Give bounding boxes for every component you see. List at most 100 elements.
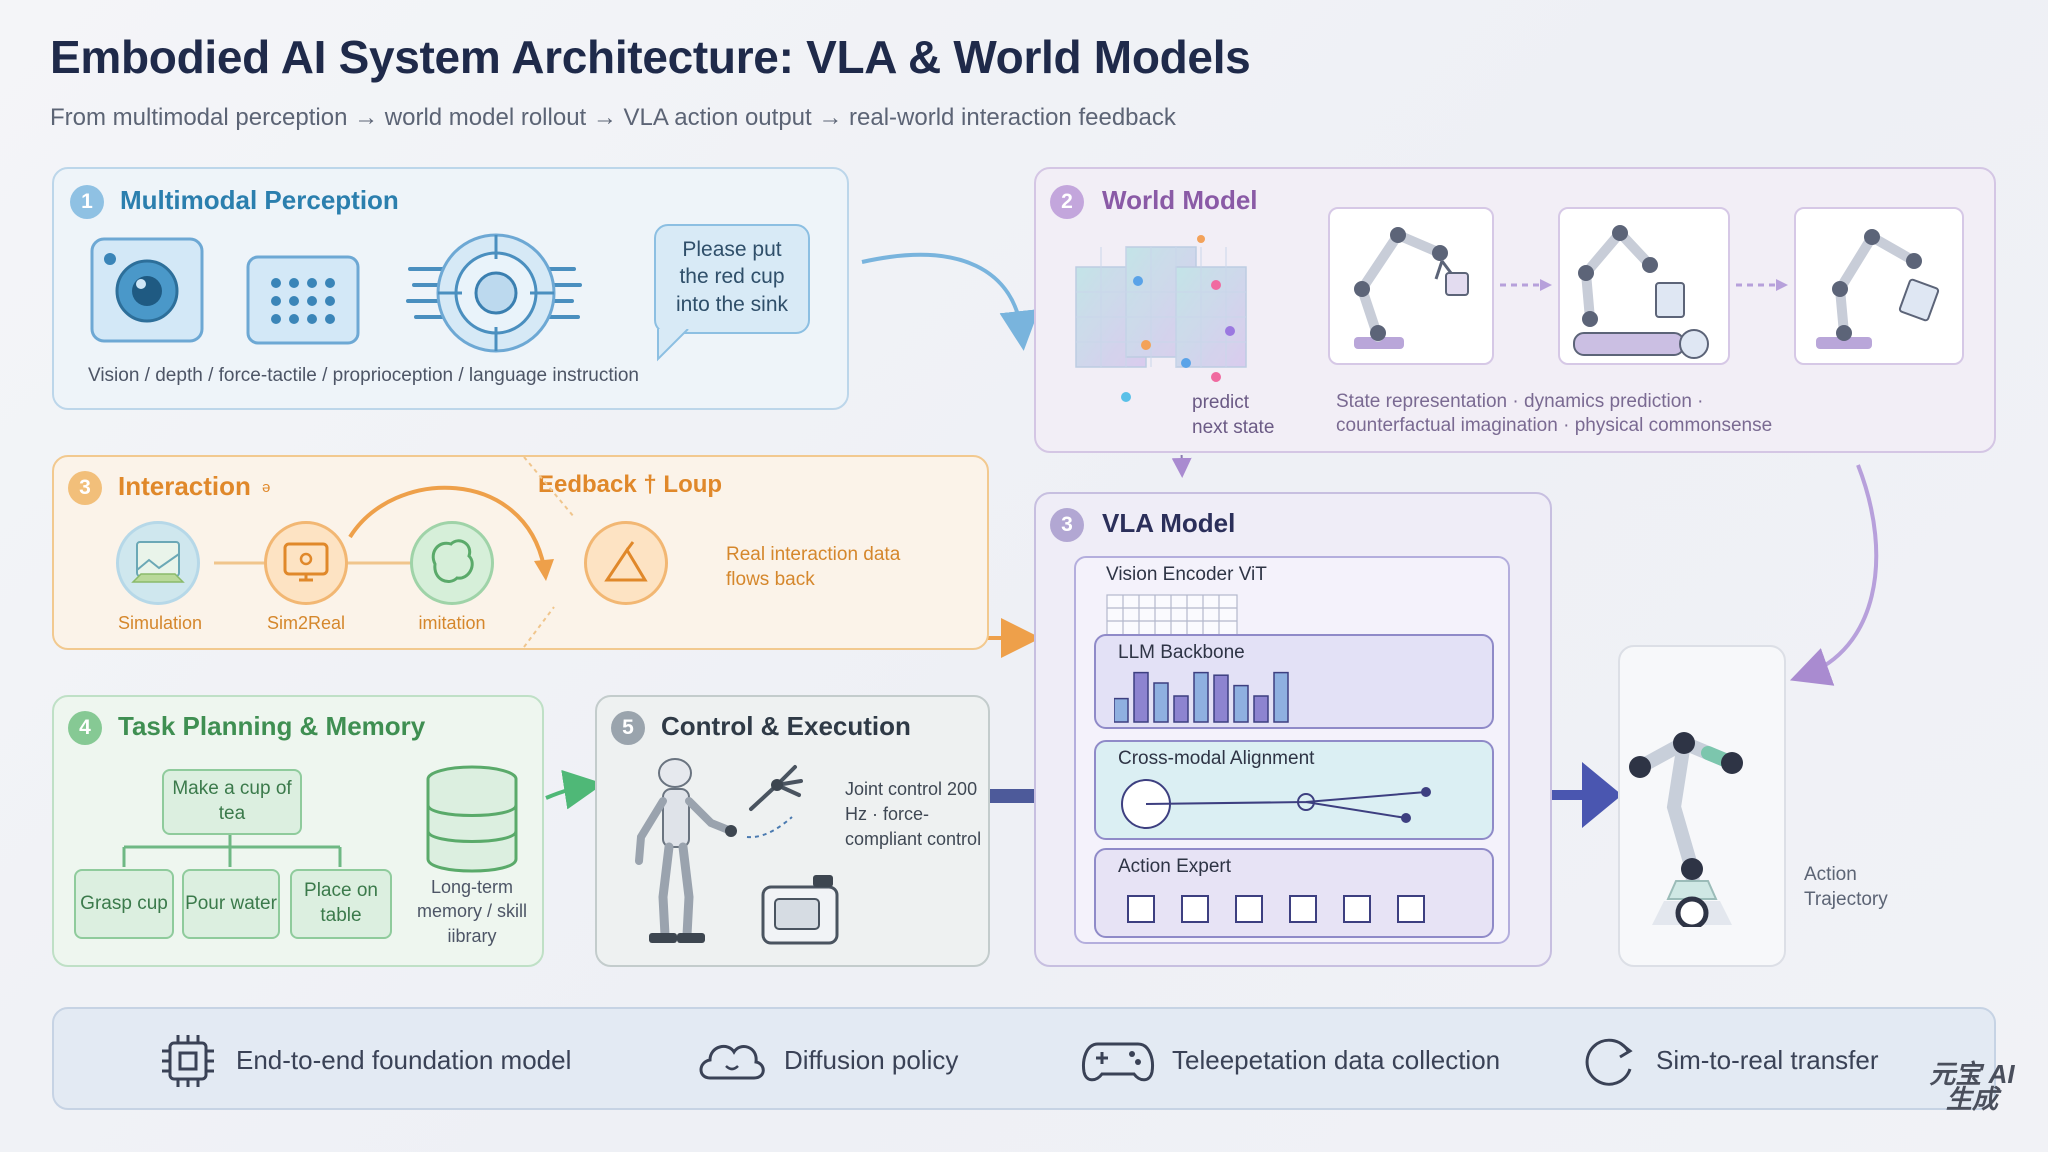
page-subtitle: From multimodal perception → world model…: [50, 104, 1176, 131]
panel-title: VLA Model: [1102, 508, 1236, 538]
monitor-icon: [283, 542, 329, 582]
step-number: 3: [1050, 508, 1084, 542]
panel-title: World Model: [1102, 185, 1258, 215]
robot-arm-icon: [1354, 227, 1469, 349]
panel-title: Control & Execution: [661, 711, 911, 741]
node-label-simulation: Simulation: [117, 613, 203, 633]
humanoid-robot-icon: [635, 758, 803, 943]
cloud-icon: [699, 1044, 765, 1079]
capability-sim-to-real: Sim-to-real transfer: [1580, 1009, 1879, 1112]
arm-icon: [604, 541, 648, 582]
node-label-sim2real: Sim2Real: [266, 613, 346, 633]
subtask-place: Place on table: [290, 869, 392, 939]
step-number: 4: [68, 711, 102, 745]
llm-activation-bars: [1114, 671, 1289, 723]
page-title: Embodied AI System Architecture: VLA & W…: [50, 31, 1251, 83]
bubble-tail: [657, 329, 689, 362]
state-transition-arrow: [1736, 279, 1788, 291]
panel-title: Task Planning & Memory: [118, 711, 426, 741]
latent-cube-icon: [1075, 235, 1247, 402]
gamepad-icon: [1082, 1042, 1154, 1081]
device-icon: [761, 875, 839, 945]
instruction-text: Please put the red cup into the sink: [675, 238, 789, 316]
loop-arrows: [214, 457, 575, 648]
patch-grid-icon: [1106, 594, 1238, 636]
capability-label: Teleepetation data collection: [1172, 1045, 1501, 1075]
robot-arm-output-icon: [1629, 732, 1743, 927]
llm-activation-bar: [1153, 682, 1169, 723]
real-robot-node: [584, 521, 668, 605]
llm-activation-bar: [1213, 674, 1229, 723]
simulation-scene-icon: [131, 541, 185, 583]
task-root-node: Make a cup of tea: [162, 769, 302, 835]
brain-icon: [431, 539, 474, 583]
control-description: Joint control 200 Hz · force-compliant c…: [845, 779, 982, 850]
vla-layer-vision-encoder: Vision Encoder ViT: [1106, 564, 1267, 585]
vla-layer-action-box: Action Expert: [1094, 848, 1494, 938]
node-label-imitation: imitation: [418, 613, 486, 633]
action-trajectory-label: Action Trajectory: [1804, 864, 1888, 910]
subtask-grasp: Grasp cup: [74, 869, 174, 939]
simulation-node: [116, 521, 200, 605]
interaction-panel: 3 Interaction ə Eedback † Loup Simulati: [52, 455, 989, 650]
capability-label: Sim-to-real transfer: [1656, 1045, 1879, 1075]
step-number: 5: [611, 711, 645, 745]
panel-title: Multimodal Perception: [120, 185, 399, 215]
llm-activation-bar: [1253, 695, 1269, 723]
robot-state-card-2: [1558, 207, 1730, 365]
robot-state-card-3: [1794, 207, 1964, 365]
capability-foundation-model: End-to-end foundation model: [156, 1009, 571, 1112]
sim2real-node: [264, 521, 348, 605]
depth-sensor-icon: [246, 255, 360, 345]
camera-icon: [90, 237, 204, 343]
capability-diffusion-policy: Diffusion policy: [696, 1009, 958, 1112]
refresh-icon: [1585, 1038, 1633, 1086]
llm-activation-bar: [1193, 671, 1209, 723]
imitation-node: [410, 521, 494, 605]
panel-title: Interaction: [118, 471, 251, 501]
llm-activation-bar: [1233, 684, 1249, 723]
watermark: 元宝 AI生成: [1929, 1059, 2015, 1114]
capability-label: Diffusion policy: [784, 1045, 959, 1075]
step-number: 1: [70, 185, 104, 219]
world-model-panel: 2 World Model predict next state: [1034, 167, 1996, 453]
planning-panel: 4 Task Planning & Memory Make a cup of t…: [52, 695, 544, 967]
language-instruction-bubble: Please put the red cup into the sink: [654, 224, 810, 334]
robot-arm-icon: [1573, 225, 1709, 359]
world-model-description-2: counterfactual imagination · physical co…: [1336, 415, 1773, 436]
control-panel: 5 Control & Execution Joint control 200 …: [595, 695, 990, 967]
predict-label: predict next state: [1192, 392, 1275, 438]
vla-layer-alignment-label: Cross-modal Alignment: [1118, 748, 1315, 769]
vla-layer-alignment-box: Cross-modal Alignment: [1094, 740, 1494, 840]
action-token-row: [1127, 895, 1425, 923]
perception-panel: 1 Multimodal Perception Please put the r…: [52, 167, 849, 410]
vla-layer-llm-box: LLM Backbone: [1094, 634, 1494, 729]
task-tree-lines: [122, 834, 342, 867]
llm-activation-bar: [1114, 697, 1129, 723]
capability-bar: End-to-end foundation model Diffusion po…: [52, 1007, 1996, 1110]
step-number: 3: [68, 471, 102, 505]
perception-caption: Vision / depth / force-tactile / proprio…: [88, 365, 639, 386]
llm-activation-bar: [1133, 671, 1149, 723]
alignment-diagram: [1121, 779, 1431, 829]
action-output-panel: Action Trajectory: [1618, 645, 1888, 967]
state-transition-arrow: [1500, 279, 1552, 291]
subtask-pour: Pour water: [182, 869, 280, 939]
feedback-flow-text: Real interaction data flows back: [726, 544, 901, 590]
vla-layer-llm-label: LLM Backbone: [1118, 642, 1245, 663]
world-model-description-1: State representation · dynamics predicti…: [1336, 391, 1704, 412]
database-icon: [426, 765, 518, 873]
capability-label: End-to-end foundation model: [236, 1045, 572, 1075]
step-number: 2: [1050, 185, 1084, 219]
robot-arm-icon: [1816, 229, 1940, 349]
chip-icon: [162, 1034, 214, 1087]
llm-activation-bar: [1173, 695, 1189, 723]
vla-layer-action-label: Action Expert: [1118, 856, 1231, 877]
vla-model-panel: 3 VLA Model Vision Encoder ViT LLM Backb…: [1034, 492, 1552, 967]
capability-teleoperation: Teleepetation data collection: [1080, 1009, 1500, 1112]
tactile-sensor-icon: [406, 233, 582, 353]
feedback-loop-title: Eedback † Loup: [538, 471, 723, 498]
title-mark: ə: [262, 479, 271, 496]
llm-activation-bar: [1273, 671, 1289, 723]
